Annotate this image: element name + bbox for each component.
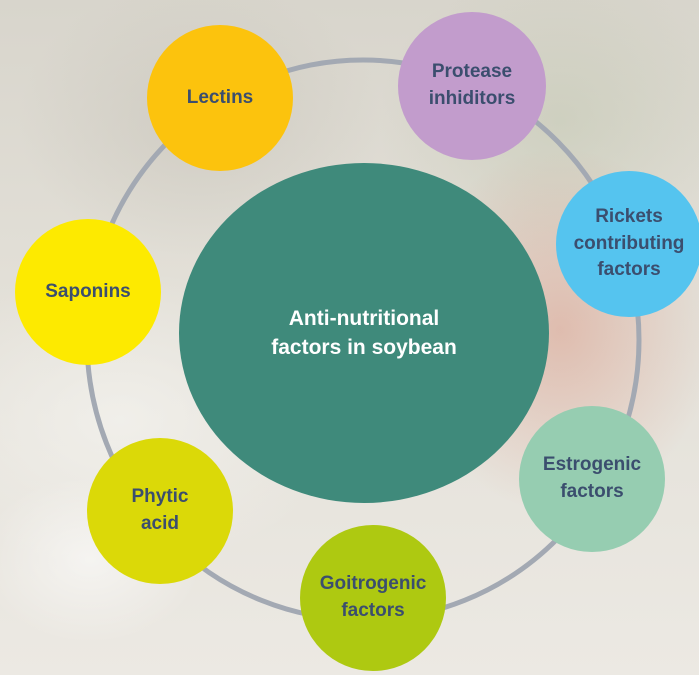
factor-goitrogenic-factors: Goitrogenic factors bbox=[300, 525, 446, 671]
factor-label: Estrogenic factors bbox=[542, 454, 642, 502]
factor-label: Lectins bbox=[186, 86, 254, 108]
factor-label: Rickets contributing factors bbox=[573, 205, 685, 281]
factor-saponins: Saponins bbox=[15, 219, 161, 365]
factor-label: Saponins bbox=[45, 280, 131, 302]
factor-rickets-contributing-factors: Rickets contributing factors bbox=[556, 171, 699, 317]
factor-label: Protease inhiditors bbox=[428, 61, 516, 109]
factor-protease-inhibitors: Protease inhiditors bbox=[398, 12, 546, 160]
factor-label: Phytic acid bbox=[131, 486, 189, 534]
factor-estrogenic-factors: Estrogenic factors bbox=[519, 406, 665, 552]
central-topic-circle: Anti-nutritional factors in soybean bbox=[179, 163, 549, 503]
factor-lectins: Lectins bbox=[147, 25, 293, 171]
central-topic-label: Anti-nutritional factors in soybean bbox=[271, 306, 457, 359]
factor-label: Goitrogenic factors bbox=[319, 573, 427, 621]
factor-phytic-acid: Phytic acid bbox=[87, 438, 233, 584]
